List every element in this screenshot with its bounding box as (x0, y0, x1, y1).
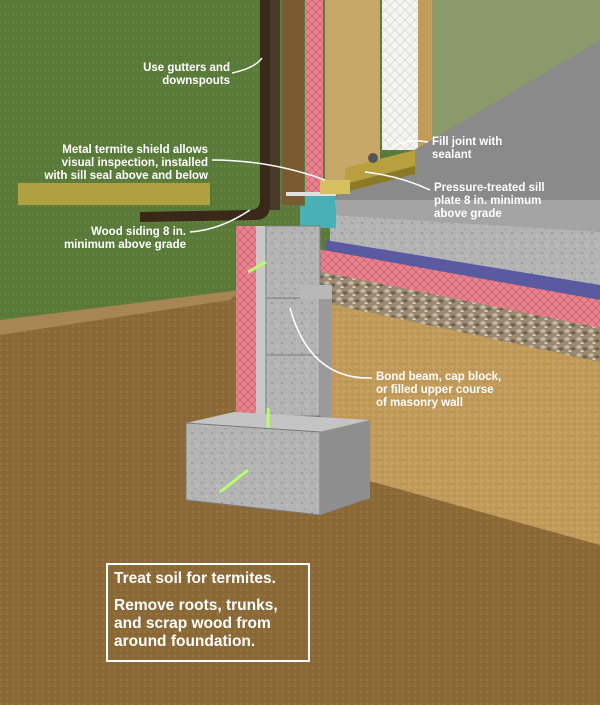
label-fill-joint: Fill joint with sealant (432, 136, 503, 161)
slab-top-surface (330, 200, 600, 232)
soil-cut-face (330, 300, 600, 545)
siding-wood (282, 0, 304, 205)
soil-slope (0, 290, 240, 335)
siding-leader (189, 209, 251, 233)
gravel-base (312, 270, 600, 362)
downspout-elbow (140, 195, 271, 222)
rebar-1 (247, 260, 267, 274)
sill-leader (364, 171, 431, 191)
sill-plate (345, 150, 415, 184)
rebar-3 (219, 468, 249, 494)
sealant-leader (391, 140, 429, 149)
label-termite-shield: Metal termite shield allows visual inspe… (44, 144, 208, 182)
label-bond-beam: Bond beam, cap block, or filled upper co… (376, 371, 502, 409)
downspout (260, 0, 270, 205)
footing-front (185, 422, 321, 516)
note-line-treat-soil: Treat soil for termites. (114, 570, 276, 587)
anchor-bolt (368, 153, 378, 163)
note-remove-wood: Remove roots, trunks, and scrap wood fro… (114, 597, 278, 650)
sill-seal-lower (300, 206, 336, 228)
termite-note-box: Treat soil for termites. Remove roots, t… (106, 563, 310, 662)
siding-board (268, 0, 280, 210)
label-gutters: Use gutters and downspouts (143, 62, 230, 87)
bond-beam-leader (289, 307, 373, 379)
sill-seal (305, 196, 335, 206)
interior-wall (430, 0, 600, 150)
vapor-retarder (325, 240, 600, 300)
grade-marker (18, 183, 210, 205)
wall-batt-insulation (382, 0, 418, 150)
sill-seal-upper (320, 180, 350, 194)
under-slab-insulation (312, 248, 600, 330)
label-sill-plate: Pressure-treated sill plate 8 in. minimu… (434, 182, 545, 220)
wall-rigid-insulation (305, 0, 323, 200)
termite-shield (286, 192, 336, 196)
sill-plate-face (345, 166, 415, 192)
wall-stud (418, 0, 432, 160)
label-wood-siding: Wood siding 8 in. minimum above grade (63, 226, 186, 251)
gutter-leader (231, 57, 263, 74)
bond-beam-side (320, 290, 332, 424)
footing-side (320, 420, 370, 515)
footing-top (186, 412, 370, 432)
exterior-insulation (236, 226, 256, 416)
parging (256, 226, 266, 416)
termite-leader (211, 159, 326, 181)
masonry-ledge (300, 285, 332, 299)
